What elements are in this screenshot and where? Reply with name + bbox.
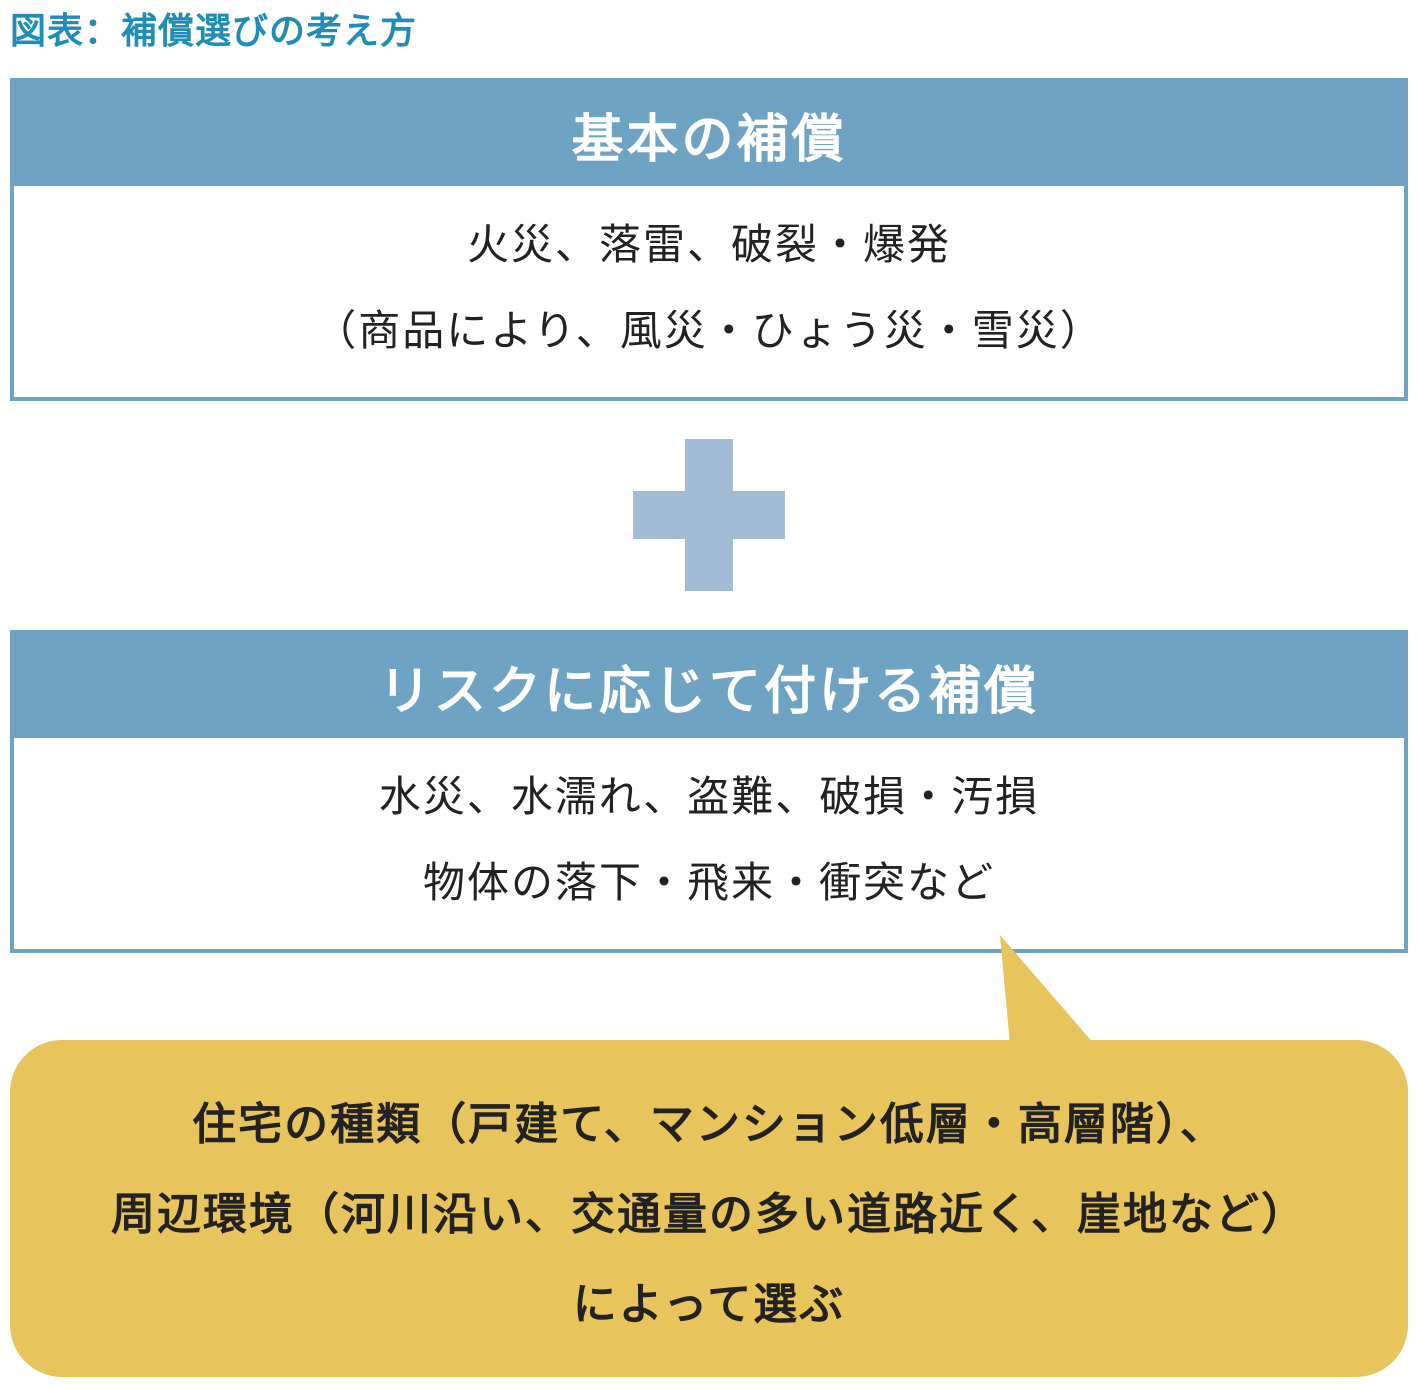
callout-line: 住宅の種類（戸建て、マンション低層・高層階）、 bbox=[192, 1099, 1226, 1150]
optional-coverage-line: 物体の落下・飛来・衝突など bbox=[422, 858, 995, 907]
basic-coverage-line: 火災、落雷、破裂・爆発 bbox=[466, 220, 951, 269]
optional-coverage-header: リスクに応じて付ける補償 bbox=[14, 634, 1404, 738]
optional-coverage-body: 水災、水濡れ、盗難、破損・汚損 物体の落下・飛来・衝突など bbox=[14, 738, 1404, 926]
optional-coverage-box: リスクに応じて付ける補償 水災、水濡れ、盗難、破損・汚損 物体の落下・飛来・衝突… bbox=[10, 630, 1408, 953]
callout-line: 周辺環境（河川沿い、交通量の多い道路近く、崖地など） bbox=[111, 1189, 1307, 1240]
callout-line: によって選ぶ bbox=[572, 1279, 846, 1330]
optional-coverage-line: 水災、水濡れ、盗難、破損・汚損 bbox=[378, 772, 1040, 821]
figure-title: 図表：補償選びの考え方 bbox=[10, 11, 418, 52]
selection-callout: 住宅の種類（戸建て、マンション低層・高層階）、 周辺環境（河川沿い、交通量の多い… bbox=[10, 1040, 1408, 1377]
basic-coverage-box: 基本の補償 火災、落雷、破裂・爆発 （商品により、風災・ひょう災・雪災） bbox=[10, 78, 1408, 401]
basic-coverage-line: （商品により、風災・ひょう災・雪災） bbox=[314, 306, 1104, 355]
basic-coverage-body: 火災、落雷、破裂・爆発 （商品により、風災・ひょう災・雪災） bbox=[14, 186, 1404, 374]
basic-coverage-header: 基本の補償 bbox=[14, 82, 1404, 186]
